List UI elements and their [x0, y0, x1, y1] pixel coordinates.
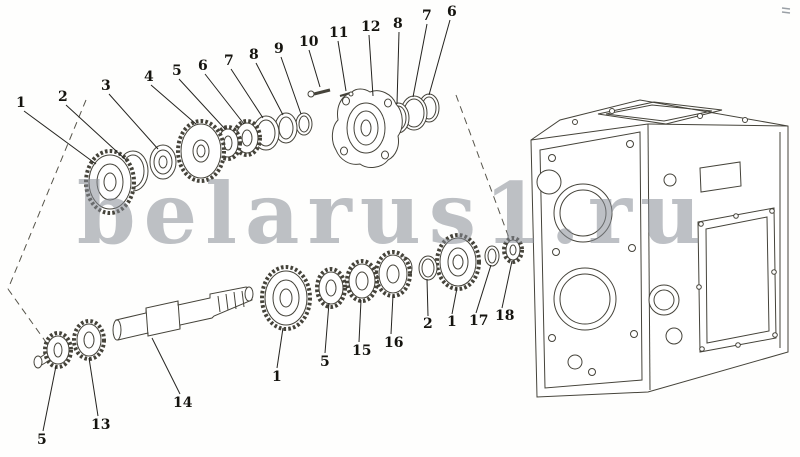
callout-label: 9: [274, 41, 284, 57]
callout-leader-line: [308, 49, 321, 88]
gearbox-housing: [530, 99, 789, 398]
ring-part-2-lower: [418, 255, 438, 281]
callout-leader-line: [42, 365, 57, 432]
callout-leader-line: [324, 302, 330, 354]
callout-leader-line: [426, 278, 429, 317]
callout-leader-line: [337, 40, 347, 92]
callout-leader-line: [230, 68, 264, 119]
callout-label: 11: [329, 25, 348, 41]
callout-label: 6: [447, 4, 457, 20]
upper-gear-assembly: [84, 88, 440, 215]
callout-label: 8: [393, 16, 403, 32]
callout-leader-line: [88, 357, 99, 417]
callout-leader-line: [501, 260, 513, 309]
callout-leader-line: [358, 299, 362, 343]
callout-label: 4: [144, 69, 154, 85]
callout-label: 2: [58, 89, 68, 105]
callout-label: 1: [447, 314, 457, 330]
washer-part-9: [295, 112, 313, 136]
callout-label: 8: [249, 47, 259, 63]
callout-label: 7: [422, 8, 432, 24]
callout-leader-line: [428, 19, 451, 96]
stud-part-11: [339, 91, 354, 97]
gear-part-6: [232, 119, 262, 157]
callout-label: 3: [101, 78, 111, 94]
callout-label: 1: [16, 95, 26, 111]
bolt-part-10: [307, 88, 331, 98]
gear-part-5-mid: [315, 267, 347, 309]
callout-leader-line: [204, 73, 245, 125]
callout-label: 18: [495, 308, 514, 324]
synchronizer-part-1-right: [435, 233, 481, 291]
callout-leader-line: [150, 84, 197, 125]
callout-label: 14: [173, 395, 193, 411]
callout-leader-line: [412, 23, 428, 98]
callout-leader-line: [65, 104, 127, 161]
callout-leader-line: [178, 78, 226, 130]
callout-label: 13: [91, 417, 110, 433]
gear-part-16: [374, 250, 413, 298]
bearing-part-3: [149, 144, 177, 180]
callout-label: 16: [384, 335, 403, 351]
callout-label: 5: [320, 354, 330, 370]
callout-leader-line: [151, 337, 181, 395]
callout-label: 17: [469, 313, 488, 329]
callout-leader-line: [23, 110, 97, 165]
coupling-part-18: [502, 236, 524, 264]
callout-leader-line: [451, 287, 458, 315]
callout-leader-line: [255, 62, 284, 116]
callout-leader-line: [390, 294, 394, 335]
washer-part-17: [484, 245, 500, 267]
callout-label: 12: [361, 19, 380, 35]
gear-part-5-left: [33, 331, 73, 369]
callout-label: 5: [172, 63, 182, 79]
watermark: belarus1.ru: [77, 164, 709, 263]
callout-leader-line: [108, 93, 159, 150]
gear-part-15: [345, 259, 379, 303]
alignment-dashed-lines: [7, 94, 513, 346]
callout-leader-line: [396, 31, 400, 105]
callout-label: 2: [423, 316, 433, 332]
synchronizer-part-1-upper: [84, 149, 136, 215]
callout-leader-line: [276, 327, 284, 369]
callout-leader-line: [475, 264, 492, 314]
gear-part-4: [176, 119, 226, 183]
pump-cover-part-12: [331, 88, 403, 168]
lower-shaft-assembly: [33, 233, 524, 369]
callout-label: 5: [37, 432, 47, 448]
callout-leader-line: [280, 56, 302, 115]
synchronizer-part-1-mid: [260, 265, 312, 331]
callout-label: 15: [352, 343, 371, 359]
callout-leader-line: [368, 34, 374, 97]
gear-shaft-part-14: [112, 286, 254, 341]
callout-label: 10: [299, 34, 319, 50]
callout-label: 6: [198, 58, 208, 74]
callout-label: 7: [224, 53, 234, 69]
gear-part-13: [72, 319, 106, 361]
corner-mark: [781, 7, 791, 14]
callout-label: 1: [272, 369, 282, 385]
